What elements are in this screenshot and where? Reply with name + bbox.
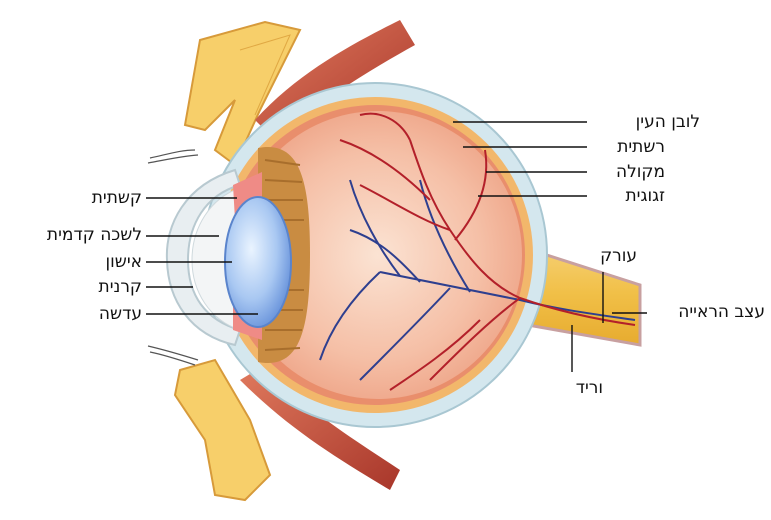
lens-shape: [224, 196, 292, 328]
label-vein: וריד: [575, 378, 603, 398]
label-artery: עורק: [600, 246, 637, 266]
label-vitreous: זגוגית: [625, 186, 665, 206]
anterior-chamber-shape: [191, 187, 241, 331]
label-optic-nerve: עצב הראייה: [678, 302, 765, 322]
lower-eyelid: [147, 345, 272, 502]
veins: [319, 179, 636, 381]
upper-eyelid: [147, 20, 302, 167]
label-anterior-chamber: לשכה קדמית: [46, 225, 142, 245]
arteries: [339, 112, 636, 391]
label-macula: מקולה: [615, 162, 665, 182]
cornea-shape: [165, 168, 242, 347]
label-retina: רשתית: [617, 137, 665, 157]
label-iris: קשתית: [91, 188, 142, 208]
label-cornea: קרנית: [98, 277, 142, 297]
vitreous-shape: [234, 111, 522, 399]
label-sclera: לובן העין: [635, 112, 700, 132]
label-lens: עדשה: [98, 304, 142, 324]
leader-lines: [146, 121, 647, 372]
label-pupil: אישון: [105, 252, 142, 272]
